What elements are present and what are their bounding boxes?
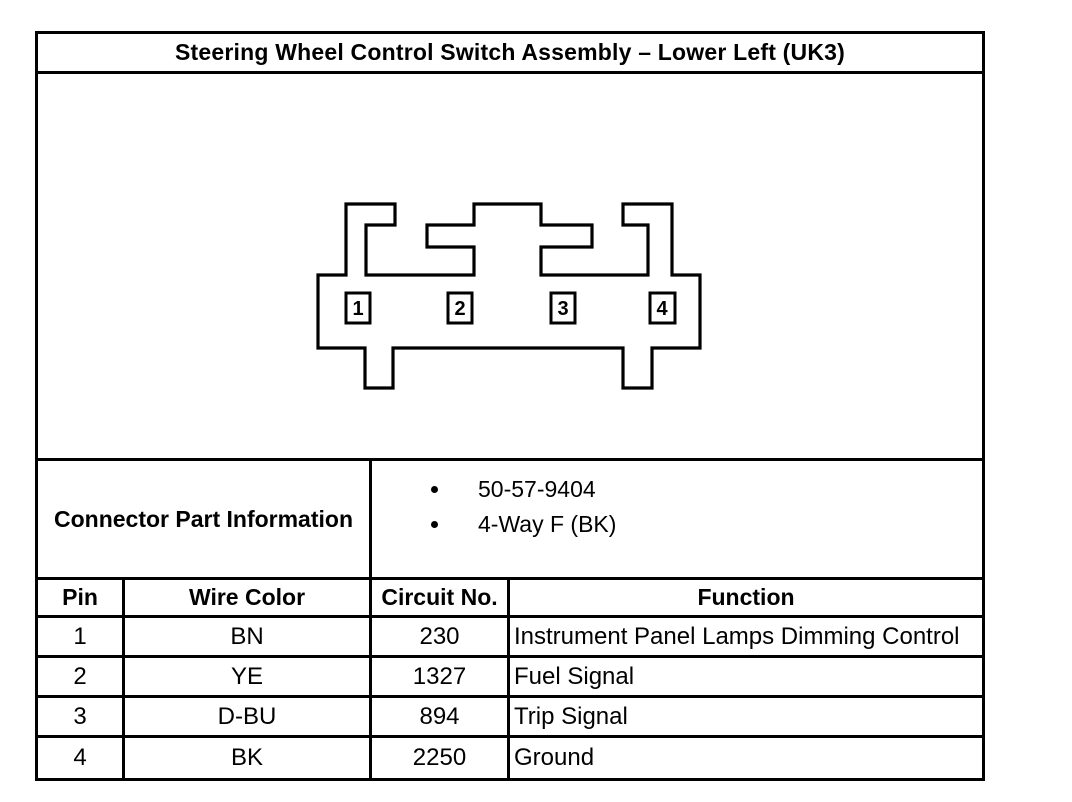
pin-4-label: 4 xyxy=(656,298,668,320)
connector-part-information-section: Connector Part Information 50-57-9404 4-… xyxy=(38,461,982,580)
connector-part-information-label: Connector Part Information xyxy=(38,461,372,577)
connector-type-item: 4-Way F (BK) xyxy=(431,507,976,542)
header-pin: Pin xyxy=(38,580,125,618)
table-cell-wire-color: BN xyxy=(125,618,372,658)
part-number-item: 50-57-9404 xyxy=(431,472,976,507)
connector-part-information-values: 50-57-9404 4-Way F (BK) xyxy=(372,461,982,577)
table-cell-circuit-no: 2250 xyxy=(372,738,510,778)
table-cell-pin: 2 xyxy=(38,658,125,698)
table-cell-pin: 3 xyxy=(38,698,125,738)
table-cell-circuit-no: 894 xyxy=(372,698,510,738)
bullet-icon xyxy=(431,521,438,528)
table-cell-wire-color: BK xyxy=(125,738,372,778)
pinout-table: Pin Wire Color Circuit No. Function 1 BN… xyxy=(38,580,982,778)
pin-3-box xyxy=(549,291,577,325)
table-cell-pin: 4 xyxy=(38,738,125,778)
table-cell-wire-color: D-BU xyxy=(125,698,372,738)
connector-type-text: 4-Way F (BK) xyxy=(478,511,617,537)
pin-3-label: 3 xyxy=(557,298,568,320)
table-cell-wire-color: YE xyxy=(125,658,372,698)
pin-1-box xyxy=(344,291,372,325)
table-cell-function: Instrument Panel Lamps Dimming Control xyxy=(510,618,982,658)
connector-info-table: Steering Wheel Control Switch Assembly –… xyxy=(35,31,985,781)
pin-2-box xyxy=(446,291,474,325)
bullet-icon xyxy=(431,486,438,493)
table-cell-function: Fuel Signal xyxy=(510,658,982,698)
part-number-text: 50-57-9404 xyxy=(478,476,596,502)
table-cell-circuit-no: 1327 xyxy=(372,658,510,698)
header-circuit-no: Circuit No. xyxy=(372,580,510,618)
page-title: Steering Wheel Control Switch Assembly –… xyxy=(38,34,982,74)
connector-face-view-drawing: 1 2 3 4 xyxy=(316,202,702,390)
table-cell-pin: 1 xyxy=(38,618,125,658)
table-cell-circuit-no: 230 xyxy=(372,618,510,658)
connector-diagram-area: 1 2 3 4 xyxy=(38,74,982,461)
pin-2-label: 2 xyxy=(454,298,465,320)
table-cell-function: Trip Signal xyxy=(510,698,982,738)
header-wire-color: Wire Color xyxy=(125,580,372,618)
header-function: Function xyxy=(510,580,982,618)
pin-1-label: 1 xyxy=(352,298,363,320)
table-cell-function: Ground xyxy=(514,744,595,771)
pin-4-box xyxy=(648,291,677,325)
connector-outline xyxy=(316,202,702,390)
